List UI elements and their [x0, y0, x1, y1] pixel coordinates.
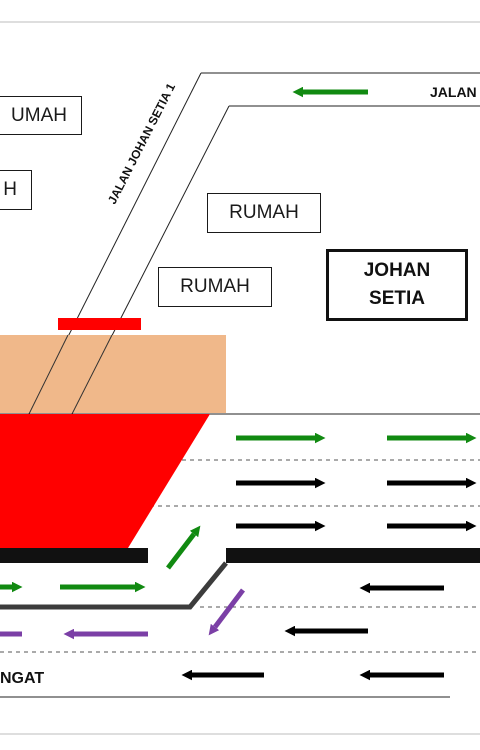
arrow-icon	[208, 588, 245, 636]
house-box: RUMAH	[158, 267, 272, 307]
diversion-barrier-line	[0, 561, 228, 610]
median-barrier-left	[0, 548, 148, 563]
median-barrier-right	[226, 548, 480, 563]
diagonal-road-left-edge-over-buffer	[28, 334, 69, 415]
bottom-road-label: NGAT	[0, 670, 45, 687]
top-road-label: JALAN	[430, 84, 477, 100]
house-box: UMAH	[0, 96, 82, 135]
estate-label-line2: SETIA	[369, 288, 425, 309]
house-box: RUMAH	[207, 193, 321, 233]
johan-setia-estate: JOHAN SETIA	[326, 249, 468, 321]
work-zone	[0, 414, 210, 548]
house-label: UMAH	[11, 104, 67, 126]
diagonal-road-right-edge-over-buffer	[71, 334, 113, 415]
estate-label-line1: JOHAN	[363, 260, 431, 281]
house-label: RUMAH	[180, 276, 250, 297]
arrow-icon	[166, 525, 201, 570]
red-barrier	[58, 318, 141, 330]
house-label: H	[3, 179, 17, 200]
house-box: H	[0, 170, 32, 210]
buffer-zone	[0, 335, 226, 413]
house-label: RUMAH	[229, 202, 299, 223]
